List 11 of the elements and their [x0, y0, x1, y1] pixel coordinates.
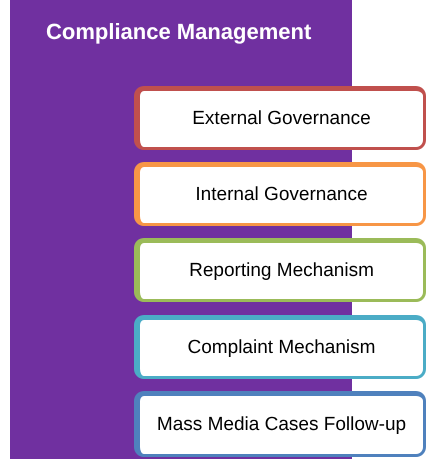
- item-label: Complaint Mechanism: [188, 337, 376, 359]
- item-label: Reporting Mechanism: [189, 260, 374, 282]
- list-item-box: [134, 86, 426, 150]
- list-item-box: [134, 391, 426, 457]
- list-item-box: [134, 238, 426, 302]
- item-label: External Governance: [192, 108, 371, 130]
- item-label: Internal Governance: [195, 184, 368, 206]
- item-label: Mass Media Cases Follow-up: [156, 414, 406, 436]
- list-item-box: [134, 315, 426, 379]
- list-item-box: [134, 162, 426, 226]
- panel-heading: Compliance Management: [46, 22, 312, 42]
